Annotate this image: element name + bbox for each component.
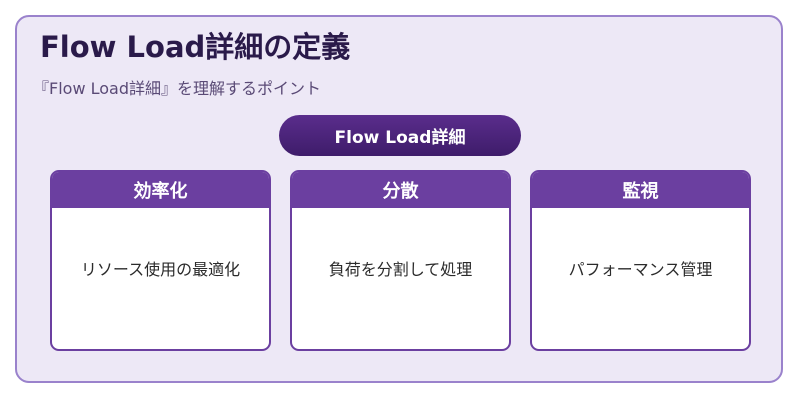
root-node: Flow Load詳細 xyxy=(279,115,521,156)
card-monitoring: 監視 パフォーマンス管理 xyxy=(530,170,751,351)
card-distribution-body: 負荷を分割して処理 xyxy=(328,259,473,279)
card-efficiency: 効率化 リソース使用の最適化 xyxy=(50,170,271,351)
card-efficiency-body: リソース使用の最適化 xyxy=(80,259,241,279)
diagram-subtitle: 『Flow Load詳細』を理解するポイント xyxy=(33,79,321,98)
card-distribution-header: 分散 xyxy=(292,172,509,208)
card-distribution: 分散 負荷を分割して処理 xyxy=(290,170,511,351)
diagram-title: Flow Load詳細の定義 xyxy=(40,30,351,64)
card-monitoring-header: 監視 xyxy=(532,172,749,208)
card-efficiency-header: 効率化 xyxy=(52,172,269,208)
card-monitoring-body: パフォーマンス管理 xyxy=(568,259,713,279)
